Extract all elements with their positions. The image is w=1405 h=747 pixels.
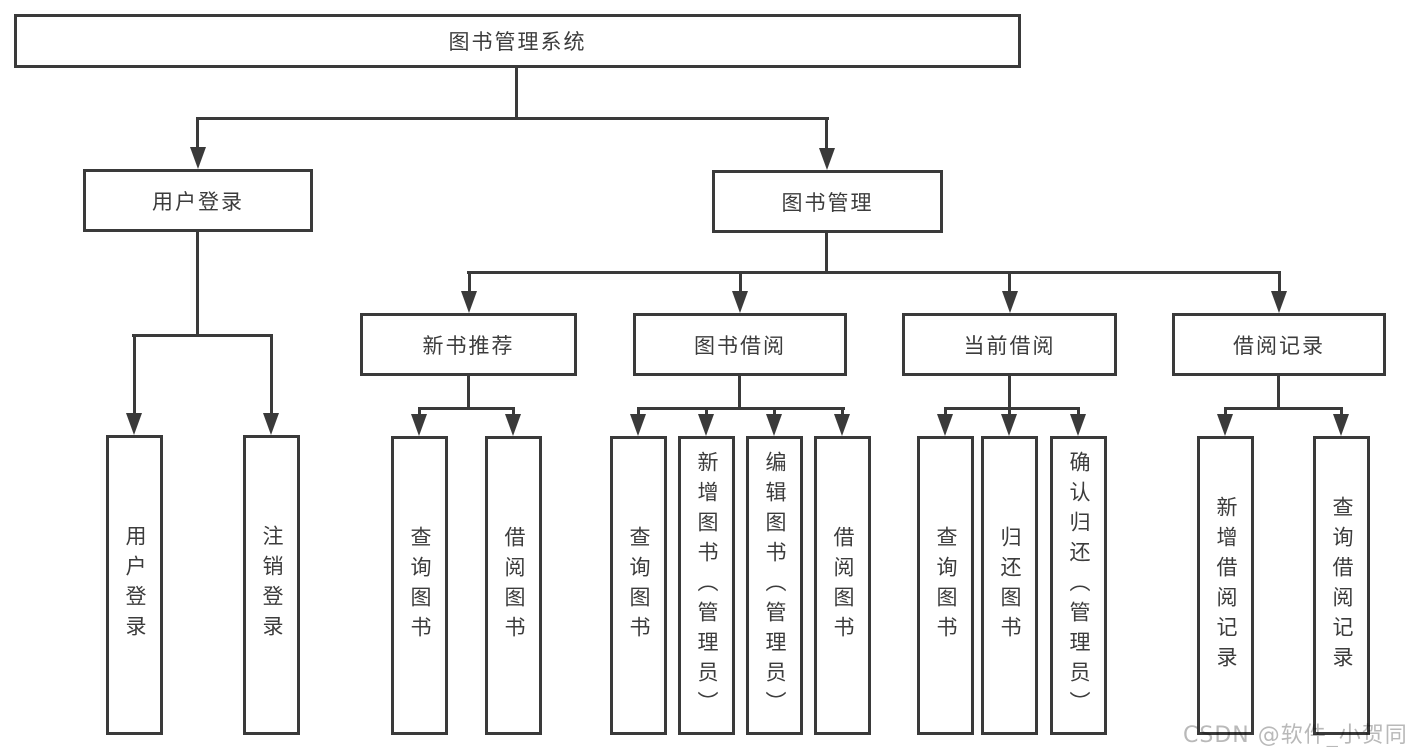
node-book-manage: 图书管理 xyxy=(712,170,943,233)
node-borrow-record-label: 借阅记录 xyxy=(1233,333,1325,358)
arrow-down-icon xyxy=(1002,291,1018,313)
leaf-borrow-query-book-label: 查询图书 xyxy=(627,525,651,646)
arrow-down-icon xyxy=(1271,291,1287,313)
arrow-down-icon xyxy=(766,414,782,436)
arrow-down-icon xyxy=(1333,414,1349,436)
leaf-borrow-book-label: 借阅图书 xyxy=(831,525,855,646)
node-user-login-label: 用户登录 xyxy=(152,189,244,214)
leaf-logout: 注销登录 xyxy=(243,435,300,735)
leaf-query-borrow-record-label: 查询借阅记录 xyxy=(1330,495,1354,676)
node-user-login: 用户登录 xyxy=(83,169,313,232)
connector-drop xyxy=(133,335,136,415)
leaf-edit-book-admin: 编辑图书（管理员） xyxy=(746,436,803,735)
node-book-manage-label: 图书管理 xyxy=(781,190,874,215)
connector-record-rail xyxy=(1224,407,1343,410)
arrow-down-icon xyxy=(411,414,427,436)
arrow-down-icon xyxy=(126,413,142,435)
connector-current-stem xyxy=(1008,376,1011,409)
arrow-down-icon xyxy=(190,147,206,169)
leaf-query-borrow-record: 查询借阅记录 xyxy=(1313,436,1370,735)
connector-level2-rail xyxy=(467,271,1281,274)
arrow-down-icon xyxy=(1001,414,1017,436)
leaf-return-book-label: 归还图书 xyxy=(998,525,1022,646)
connector-current-rail xyxy=(944,407,1080,410)
csdn-watermark: CSDN @软件_小贺同学 xyxy=(1183,723,1405,747)
connector-login-rail xyxy=(132,334,273,337)
connector-record-stem xyxy=(1277,376,1280,409)
node-root-label: 图书管理系统 xyxy=(448,30,587,54)
connector-recommend-rail xyxy=(418,407,515,410)
connector-drop xyxy=(1278,272,1281,293)
arrow-down-icon xyxy=(263,413,279,435)
connector-drop-login xyxy=(196,118,199,152)
leaf-add-book-admin-label: 新增图书（管理员） xyxy=(695,450,719,721)
leaf-logout-label: 注销登录 xyxy=(260,525,284,645)
connector-manage-stem xyxy=(825,233,828,274)
node-borrow-record: 借阅记录 xyxy=(1172,313,1386,376)
arrow-down-icon xyxy=(698,414,714,436)
arrow-down-icon xyxy=(461,291,477,313)
leaf-add-borrow-record-label: 新增借阅记录 xyxy=(1214,495,1238,676)
arrow-down-icon xyxy=(1070,414,1086,436)
leaf-borrow-book: 借阅图书 xyxy=(814,436,871,735)
connector-borrow-stem xyxy=(738,376,741,409)
arrow-down-icon xyxy=(1217,414,1233,436)
leaf-user-login-label: 用户登录 xyxy=(123,525,147,645)
node-new-book-recommend: 新书推荐 xyxy=(360,313,577,376)
leaf-confirm-return-admin: 确认归还（管理员） xyxy=(1050,436,1107,735)
leaf-user-login: 用户登录 xyxy=(106,435,163,735)
connector-drop xyxy=(270,335,273,415)
connector-drop xyxy=(468,272,471,293)
node-root-system: 图书管理系统 xyxy=(14,14,1021,68)
connector-recommend-stem xyxy=(467,376,470,409)
leaf-recommend-query-book-label: 查询图书 xyxy=(408,525,432,646)
arrow-down-icon xyxy=(732,291,748,313)
connector-login-stem xyxy=(196,232,199,336)
arrow-down-icon xyxy=(819,148,835,170)
leaf-add-borrow-record: 新增借阅记录 xyxy=(1197,436,1254,735)
node-current-borrow: 当前借阅 xyxy=(902,313,1117,376)
connector-drop-manage xyxy=(825,118,828,152)
connector-borrow-rail xyxy=(637,407,845,410)
connector-drop xyxy=(1008,272,1011,293)
leaf-current-query-book: 查询图书 xyxy=(917,436,974,735)
arrow-down-icon xyxy=(834,414,850,436)
connector-level1-rail xyxy=(196,117,829,120)
leaf-return-book: 归还图书 xyxy=(981,436,1038,735)
leaf-recommend-borrow-book-label: 借阅图书 xyxy=(502,525,526,646)
leaf-recommend-query-book: 查询图书 xyxy=(391,436,448,735)
leaf-edit-book-admin-label: 编辑图书（管理员） xyxy=(763,450,787,721)
leaf-recommend-borrow-book: 借阅图书 xyxy=(485,436,542,735)
node-book-borrow-label: 图书借阅 xyxy=(694,333,786,358)
leaf-borrow-query-book: 查询图书 xyxy=(610,436,667,735)
leaf-confirm-return-admin-label: 确认归还（管理员） xyxy=(1067,450,1091,721)
node-book-borrow: 图书借阅 xyxy=(633,313,847,376)
arrow-down-icon xyxy=(630,414,646,436)
leaf-add-book-admin: 新增图书（管理员） xyxy=(678,436,735,735)
connector-drop xyxy=(739,272,742,293)
arrow-down-icon xyxy=(937,414,953,436)
node-current-borrow-label: 当前借阅 xyxy=(963,333,1056,358)
arrow-down-icon xyxy=(505,414,521,436)
connector-root-stem xyxy=(515,68,518,120)
node-new-book-recommend-label: 新书推荐 xyxy=(422,333,515,358)
leaf-current-query-book-label: 查询图书 xyxy=(934,525,958,646)
